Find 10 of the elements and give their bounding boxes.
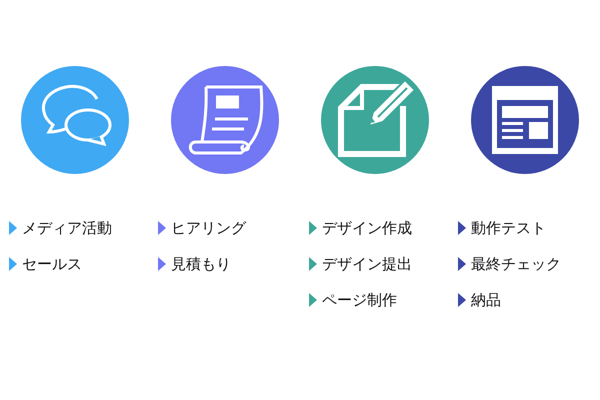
list-item: 納品 [471,291,501,309]
list-item: 動作テスト [471,219,546,237]
list-item: デザイン作成 [322,219,412,237]
list-item: メディア活動 [22,219,112,237]
list-item: ページ制作 [322,291,397,309]
list-item: セールス [22,255,82,273]
list-item: 見積もり [171,255,231,273]
list-item: 最終チェック [471,255,561,273]
list-item: デザイン提出 [322,255,412,273]
list-item: ヒアリング [171,219,246,237]
